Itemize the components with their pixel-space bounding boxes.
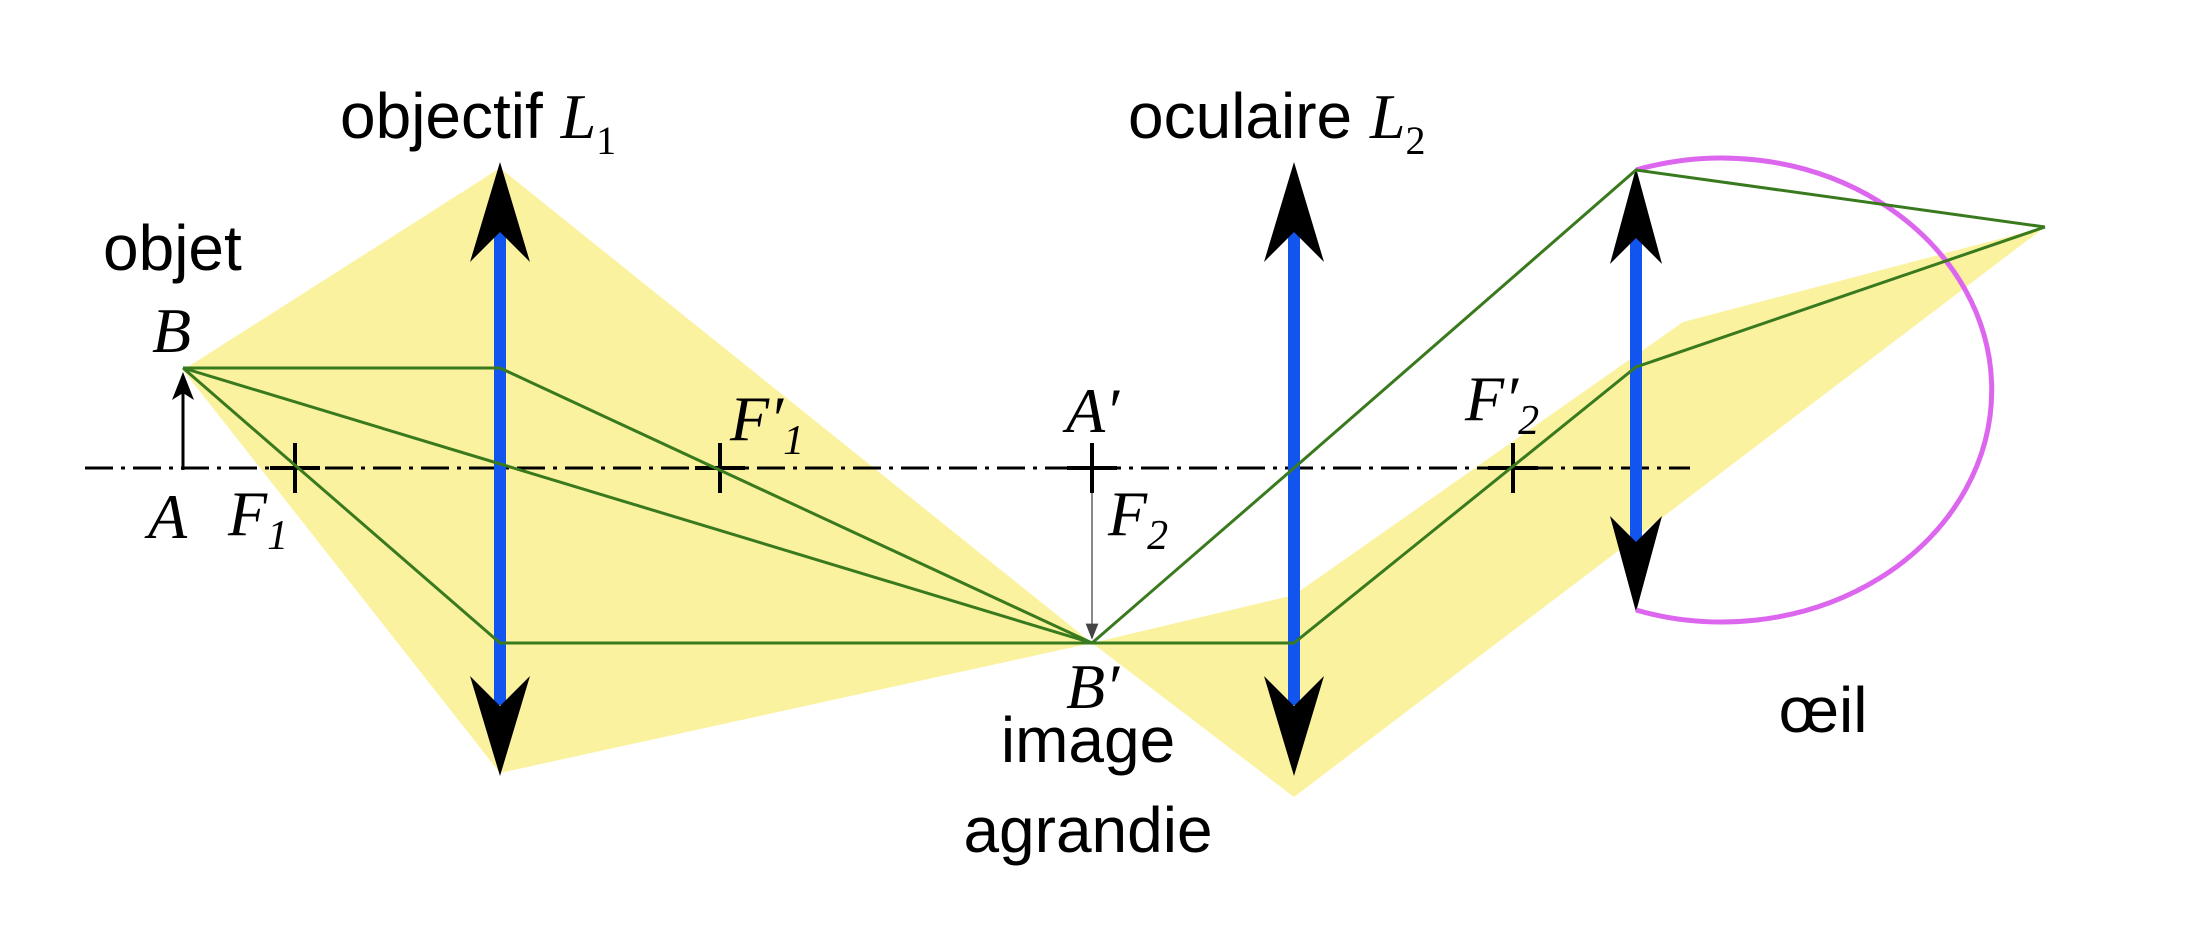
light-beams bbox=[183, 168, 2045, 797]
focus-f1-label: F1 bbox=[227, 478, 288, 559]
focus-f2-label: F2 bbox=[1107, 478, 1168, 559]
focus-f1p-mark bbox=[695, 443, 745, 493]
objective-label: objectif L1 bbox=[340, 80, 616, 163]
ray-center bbox=[182, 366, 1093, 645]
point-ap-label: A′ bbox=[1062, 375, 1120, 446]
eyepiece-lens-bottom-arrow-icon bbox=[1264, 676, 1324, 776]
point-a-label: A bbox=[144, 481, 188, 552]
object-label: objet bbox=[103, 212, 242, 284]
eye-outline bbox=[1635, 155, 1995, 625]
object-arrow-head-icon bbox=[172, 372, 194, 400]
rays bbox=[182, 168, 2046, 645]
eyepiece-lens-top-arrow-icon bbox=[1264, 162, 1324, 262]
ray-eyepiece-lower bbox=[1092, 225, 2046, 645]
eye-lens bbox=[1610, 168, 1662, 612]
ray-parallel bbox=[183, 366, 1093, 645]
ray-eyepiece-upper bbox=[1091, 168, 2046, 645]
focus-f1-mark bbox=[270, 443, 320, 493]
point-b-label: B bbox=[152, 295, 191, 366]
eye-lens-bottom-arrow-icon bbox=[1610, 516, 1662, 612]
objective-lens bbox=[470, 162, 530, 776]
point-bp-label: B′ bbox=[1066, 651, 1120, 722]
eyepiece-label: oculaire L2 bbox=[1128, 80, 1426, 163]
objective-lens-top-arrow-icon bbox=[470, 162, 530, 262]
point-ap-mark bbox=[1067, 443, 1117, 493]
object-arrow bbox=[172, 372, 194, 470]
ray-focal bbox=[182, 366, 1092, 645]
beam-eyepiece bbox=[1092, 227, 2045, 797]
focus-f2p-label: F′2 bbox=[1464, 363, 1539, 444]
eye-label: œil bbox=[1779, 674, 1868, 746]
focus-f1p-label: F′1 bbox=[729, 383, 804, 464]
eye-lens-top-arrow-icon bbox=[1610, 168, 1662, 264]
image-label-line2: agrandie bbox=[963, 794, 1212, 866]
objective-lens-bottom-arrow-icon bbox=[470, 676, 530, 776]
image-label-line1: image bbox=[1001, 704, 1175, 776]
beam-objective bbox=[183, 168, 1092, 773]
